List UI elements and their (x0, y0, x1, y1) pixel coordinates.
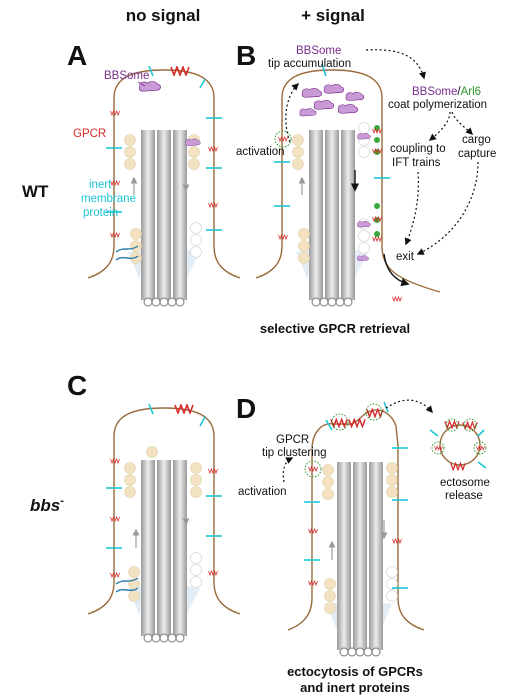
exit-arrow (383, 253, 410, 287)
label-b-tip-2: tip accumulation (268, 58, 351, 70)
bbsome-complex (356, 132, 372, 140)
label-inert-1: inert (89, 179, 112, 191)
label-b-cargo-2: capture (458, 148, 496, 160)
label-b-tip-1: BBSome (296, 45, 341, 57)
panel-letter-c: C (67, 370, 87, 401)
label-inert-3: protein (83, 207, 118, 219)
label-inert-2: membrane (81, 193, 136, 205)
ciliary-membrane (255, 69, 441, 293)
label-b-activation: activation (236, 146, 285, 158)
axoneme-right (173, 130, 187, 300)
axoneme-left (141, 130, 155, 300)
axoneme-center (353, 462, 367, 650)
inert-membrane-proteins (304, 401, 408, 589)
pathway-arrows (285, 49, 479, 255)
activated-receptor-halo (274, 130, 292, 148)
ift-train-retrograde (386, 462, 398, 602)
axoneme-right (341, 130, 355, 300)
axoneme-center (325, 130, 339, 300)
arl6-gtpases (374, 125, 380, 237)
ift-train-retrograde (190, 462, 202, 588)
bbsome-tip-cluster (299, 84, 365, 117)
bbsome-complex (356, 255, 370, 262)
label-b-coupling-1: coupling to (390, 143, 446, 155)
label-b-coat-2: coat polymerization (388, 99, 487, 111)
activated-receptor-halo (304, 403, 383, 478)
ift-train-anterograde (292, 134, 310, 264)
ift-train-retrograde (358, 122, 370, 254)
caption-d-line-1: ectocytosis of GPCRs (287, 664, 423, 679)
axoneme-left (337, 462, 351, 650)
label-d-ecto-1: ectosome (440, 477, 490, 489)
axoneme-center (157, 130, 171, 300)
header-plus-signal: + signal (301, 6, 365, 25)
axoneme-right (369, 462, 383, 650)
label-b-exit: exit (396, 251, 415, 263)
panel-c-cilium (87, 403, 241, 643)
caption-b: selective GPCR retrieval (260, 321, 410, 336)
row-label-wt: WT (22, 182, 49, 201)
header-no-signal: no signal (126, 6, 201, 25)
row-label-bbs: bbs- (30, 495, 64, 515)
axoneme-left (141, 460, 155, 636)
panel-letter-d: D (236, 393, 256, 424)
inert-membrane-proteins (106, 65, 222, 231)
inert-membrane-proteins (106, 403, 222, 549)
label-d-ecto-2: release (445, 490, 483, 502)
label-bbsome: BBSome (104, 70, 149, 82)
label-b-coupling-2: IFT trains (392, 157, 441, 169)
panel-b-cilium (255, 63, 441, 307)
axoneme-right (173, 460, 187, 636)
panel-letter-b: B (236, 40, 256, 71)
ciliary-membrane (87, 69, 241, 279)
axoneme-center (157, 460, 171, 636)
label-gpcr: GPCR (73, 128, 106, 140)
label-d-gpcr-1: GPCR (276, 434, 309, 446)
ciliary-membrane (287, 409, 425, 631)
pathway-arrows (282, 399, 433, 483)
label-b-coat-1: BBSome/Arl6 (412, 86, 481, 98)
ift-train-anterograde (322, 464, 336, 614)
leader-bbsome (137, 81, 146, 87)
label-d-activation: activation (238, 486, 287, 498)
ciliary-membrane (87, 407, 241, 615)
ift-train-retrograde (188, 134, 202, 258)
panel-letter-a: A (67, 40, 87, 71)
panel-d-cilium (287, 401, 425, 657)
panel-a-cilium (87, 65, 241, 307)
bbsome-complex (138, 81, 161, 92)
caption-d-line-2: and inert proteins (300, 680, 410, 695)
ectosome-vesicle (429, 418, 487, 471)
axoneme-left (309, 130, 323, 300)
label-d-gpcr-2: tip clustering (262, 447, 327, 459)
inert-membrane-proteins (274, 63, 390, 207)
basal-connectors (115, 245, 139, 261)
label-b-cargo-1: cargo (462, 134, 491, 146)
